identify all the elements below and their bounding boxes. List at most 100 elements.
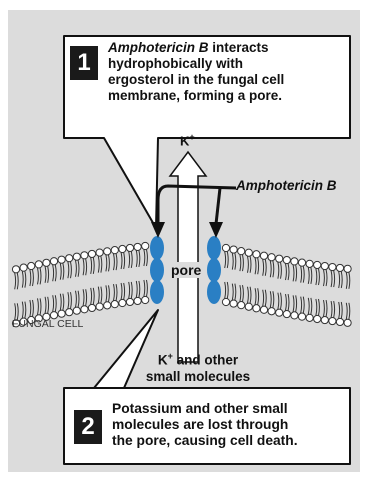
step-2-line-3: the pore, causing cell death. <box>112 433 348 449</box>
phospholipid-tail <box>121 253 122 269</box>
step-1-line-3: ergosterol in the fungal cell <box>108 72 348 88</box>
phospholipid-tail <box>349 303 350 319</box>
phospholipid-tail <box>55 265 56 281</box>
phospholipid-tail <box>86 259 87 275</box>
phospholipid-tail <box>311 267 312 283</box>
phospholipid-head <box>298 313 305 320</box>
phospholipid-head <box>126 298 133 305</box>
phospholipid-head <box>238 248 245 255</box>
step-2-badge: 2 <box>74 410 102 444</box>
phospholipid-tail <box>248 287 249 303</box>
phospholipid-tail <box>60 263 61 279</box>
phospholipid-head <box>134 297 141 304</box>
phospholipid-tail <box>288 294 289 310</box>
phospholipid-tail <box>243 255 244 271</box>
phospholipid-tail <box>296 295 297 311</box>
phospholipid-head <box>28 262 35 269</box>
phospholipid-tail <box>76 260 77 276</box>
phospholipid-head <box>119 245 126 252</box>
phospholipid-tail <box>144 250 145 266</box>
phospholipid-head <box>50 258 57 265</box>
phospholipid-tail <box>116 254 117 270</box>
phospholipid-tail <box>273 261 274 277</box>
k-ion-top-charge: + <box>189 132 194 142</box>
phospholipid-tail <box>265 290 266 306</box>
phospholipid-head <box>276 309 283 316</box>
phospholipid-tail <box>68 262 69 278</box>
phospholipid-tail <box>30 300 31 316</box>
phospholipid-tail <box>136 251 137 267</box>
phospholipid-tail <box>33 270 34 286</box>
phospholipid-tail <box>303 266 304 282</box>
fungal-cell-label: FUNGAL CELL <box>12 318 83 330</box>
phospholipid-head <box>291 258 298 265</box>
phospholipid-tail <box>311 298 312 314</box>
phospholipid-tail <box>319 299 320 315</box>
phospholipid-tail <box>124 253 125 269</box>
phospholipid-tail <box>278 293 279 309</box>
phospholipid-head <box>222 298 229 305</box>
phospholipid-tail <box>250 256 251 272</box>
phospholipid-tail <box>45 266 46 282</box>
phospholipid-head <box>253 251 260 258</box>
phospholipid-tail <box>38 268 39 284</box>
phospholipid-tail <box>319 269 320 285</box>
phospholipid-tail <box>248 256 249 272</box>
step-1-line-2: hydrophobically with <box>108 56 348 72</box>
phospholipid-head <box>283 310 290 317</box>
phospholipid-tail <box>225 282 226 298</box>
phospholipid-head <box>43 259 50 266</box>
phospholipid-head <box>260 252 267 259</box>
phospholipid-tail <box>281 293 282 309</box>
phospholipid-tail <box>33 300 34 316</box>
phospholipid-head <box>134 243 141 250</box>
step-1-drug-name: Amphotericin B <box>108 40 209 55</box>
phospholipid-tail <box>301 297 302 313</box>
phospholipid-tail <box>270 261 271 277</box>
phospholipid-tail <box>144 280 145 296</box>
k-ion-bottom-line-2: small molecules <box>138 369 258 385</box>
phospholipid-tail <box>331 301 332 317</box>
phospholipid-tail <box>60 294 61 310</box>
phospholipid-tail <box>15 273 16 289</box>
phospholipid-tail <box>258 258 259 274</box>
phospholipid-tail <box>240 285 241 301</box>
phospholipid-head <box>119 299 126 306</box>
phospholipid-head <box>142 296 149 303</box>
k-ion-bottom-line-1: K+ and other <box>138 348 258 369</box>
phospholipid-tail <box>258 288 259 304</box>
phospholipid-head <box>268 308 275 315</box>
phospholipid-tail <box>63 263 64 279</box>
step-1-line-1: Amphotericin B interacts <box>108 40 348 56</box>
step-2-line-1: Potassium and other small <box>112 401 348 417</box>
phospholipid-tail <box>71 292 72 308</box>
phospholipid-tail <box>293 295 294 311</box>
phospholipid-tail <box>324 300 325 316</box>
phospholipid-tail <box>227 252 228 268</box>
phospholipid-tail <box>38 298 39 314</box>
phospholipid-head <box>66 309 73 316</box>
phospholipid-tail <box>334 271 335 287</box>
phospholipid-tail <box>308 267 309 283</box>
phospholipid-head <box>66 255 73 262</box>
phospholipid-head <box>96 249 103 256</box>
diagram-panel: 1 Amphotericin B interacts hydrophobical… <box>8 10 360 472</box>
phospholipid-head <box>253 305 260 312</box>
phospholipid-tail <box>98 287 99 303</box>
phospholipid-tail <box>55 295 56 311</box>
phospholipid-tail <box>240 255 241 271</box>
phospholipid-head <box>73 253 80 260</box>
phospholipid-tail <box>116 284 117 300</box>
phospholipid-head <box>230 300 237 307</box>
phospholipid-tail <box>40 298 41 314</box>
phospholipid-head <box>268 254 275 261</box>
step-1-line-1-rest: interacts <box>209 40 269 55</box>
step-1-text: Amphotericin B interacts hydrophobically… <box>108 40 348 104</box>
phospholipid-tail <box>341 272 342 288</box>
phospholipid-tail <box>227 282 228 298</box>
phospholipid-tail <box>78 291 79 307</box>
phospholipid-tail <box>250 287 251 303</box>
phospholipid-head <box>222 244 229 251</box>
phospholipid-head <box>88 250 95 257</box>
phospholipid-tail <box>235 253 236 269</box>
